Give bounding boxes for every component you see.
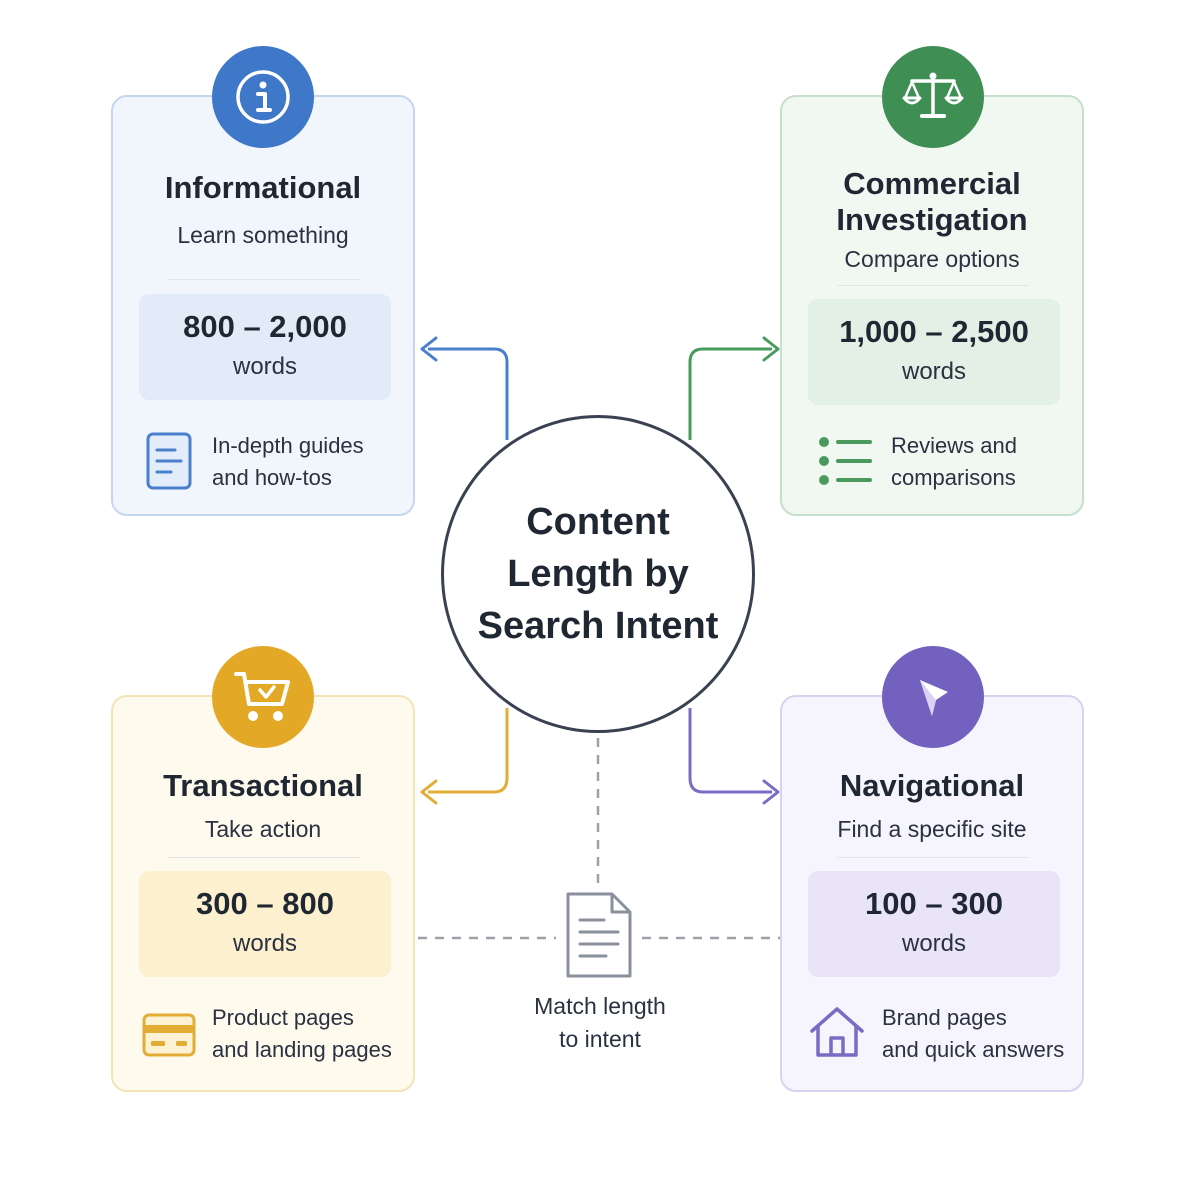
commercial-example-line1: Reviews and — [891, 433, 1017, 458]
informational-card: Informational Learn something 800 – 2,00… — [111, 95, 415, 516]
connector-transactional — [428, 708, 509, 794]
match-length-note: Match length to intent — [490, 990, 710, 1056]
informational-icon-circle — [212, 46, 314, 148]
navigational-card: Navigational Find a specific site 100 – … — [780, 695, 1084, 1092]
transactional-divider — [168, 857, 360, 858]
arrowhead-commercial — [762, 336, 780, 362]
transactional-icon-circle — [212, 646, 314, 748]
note-line1: Match length — [534, 993, 666, 1019]
commercial-example: Reviews and comparisons — [891, 430, 1017, 494]
commercial-range-box: 1,000 – 2,500 words — [808, 299, 1060, 405]
navigational-range-box: 100 – 300 words — [808, 871, 1060, 977]
informational-unit: words — [232, 353, 298, 380]
center-title-line3: Search Intent — [477, 605, 719, 647]
transactional-range: 300 – 800 — [196, 886, 334, 921]
navigational-example-line1: Brand pages — [882, 1005, 1007, 1030]
navigational-subtitle: Find a specific site — [837, 816, 1027, 842]
navigational-example-line2: and quick answers — [882, 1037, 1065, 1062]
informational-subtitle: Learn something — [177, 222, 349, 248]
transactional-example-line1: Product pages — [212, 1005, 354, 1030]
transactional-example: Product pages and landing pages — [212, 1002, 392, 1066]
transactional-subtitle: Take action — [204, 816, 322, 842]
commercial-unit: words — [901, 358, 967, 385]
connector-commercial — [688, 347, 772, 440]
list-icon — [819, 437, 872, 485]
cart-icon — [234, 672, 290, 721]
arrowhead-informational — [420, 336, 438, 362]
informational-range: 800 – 2,000 — [183, 309, 347, 344]
arrowhead-navigational — [762, 779, 780, 805]
connector-navigational — [688, 708, 772, 794]
navigational-icon-circle — [882, 646, 984, 748]
commercial-subtitle: Compare options — [844, 246, 1020, 272]
informational-example: In-depth guides and how-tos — [212, 430, 364, 494]
navigational-title: Navigational — [839, 768, 1025, 803]
navigational-example: Brand pages and quick answers — [882, 1002, 1064, 1066]
scales-icon — [902, 72, 964, 118]
commercial-range: 1,000 – 2,500 — [839, 314, 1029, 349]
commercial-divider — [837, 285, 1029, 286]
credit-card-icon — [142, 1013, 196, 1057]
informational-range-box: 800 – 2,000 words — [139, 294, 391, 400]
commercial-title-line2: Investigation — [836, 202, 1028, 237]
document-icon — [566, 892, 632, 978]
commercial-card: Commercial Investigation Compare options… — [780, 95, 1084, 516]
info-icon — [236, 70, 290, 124]
informational-divider — [168, 279, 360, 280]
connector-informational — [428, 347, 509, 440]
commercial-example-line2: comparisons — [891, 465, 1016, 490]
transactional-example-line2: and landing pages — [212, 1037, 392, 1062]
commercial-icon-circle — [882, 46, 984, 148]
home-icon — [810, 1007, 864, 1057]
center-title-line1: Content — [526, 501, 670, 543]
informational-example-line2: and how-tos — [212, 465, 332, 490]
transactional-card: Transactional Take action 300 – 800 word… — [111, 695, 415, 1092]
transactional-unit: words — [232, 930, 298, 957]
compass-arrow-icon — [920, 680, 948, 716]
navigational-unit: words — [901, 930, 967, 957]
document-icon — [146, 432, 192, 490]
commercial-title-line1: Commercial — [843, 166, 1021, 201]
informational-title: Informational — [164, 170, 362, 205]
navigational-divider — [837, 857, 1029, 858]
arrowhead-transactional — [420, 779, 438, 805]
center-topic-circle: Content Length by Search Intent — [441, 415, 755, 733]
informational-example-line1: In-depth guides — [212, 433, 364, 458]
note-line2: to intent — [559, 1026, 641, 1052]
center-title-line2: Length by — [507, 553, 689, 595]
transactional-title: Transactional — [163, 768, 363, 803]
navigational-range: 100 – 300 — [865, 886, 1003, 921]
transactional-range-box: 300 – 800 words — [139, 871, 391, 977]
